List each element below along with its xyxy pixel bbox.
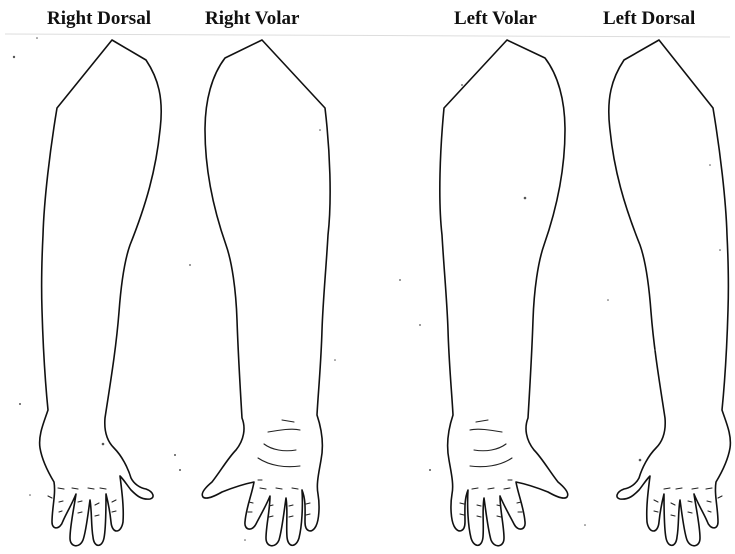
left-volar-finger-creases bbox=[460, 488, 522, 517]
scan-specks bbox=[13, 37, 721, 541]
left-volar-palm-lines bbox=[470, 420, 512, 480]
right-volar-palm-lines bbox=[258, 420, 300, 480]
right-dorsal-arm bbox=[40, 40, 162, 546]
right-volar-arm bbox=[202, 40, 330, 546]
left-volar-arm-outline bbox=[440, 40, 568, 546]
right-dorsal-arm-outline bbox=[40, 40, 162, 546]
left-dorsal-arm-outline bbox=[609, 40, 731, 546]
header-divider bbox=[5, 34, 730, 37]
left-volar-arm bbox=[440, 40, 568, 546]
right-volar-finger-creases bbox=[248, 488, 310, 517]
left-dorsal-arm bbox=[609, 40, 731, 546]
right-volar-arm-outline bbox=[202, 40, 330, 546]
